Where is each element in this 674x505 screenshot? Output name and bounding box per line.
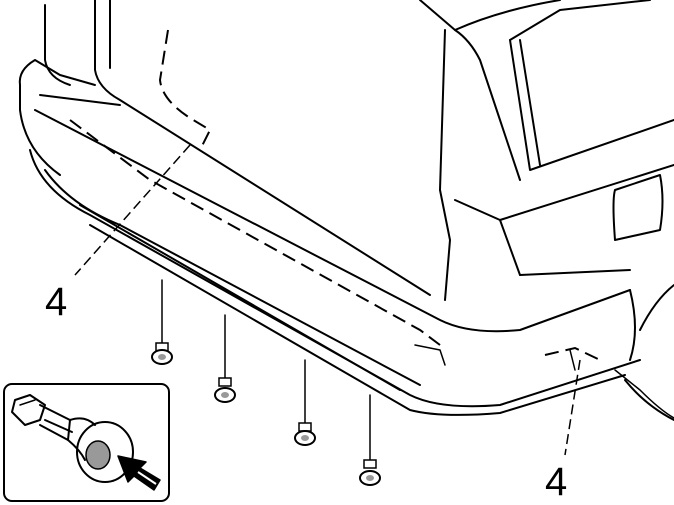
bumper-clip-2 — [214, 314, 236, 403]
callout-leaders — [74, 144, 674, 456]
bumper-clip-4 — [359, 394, 381, 486]
rear-bumper-drawing — [18, 59, 641, 416]
car-body-drawing — [44, 0, 674, 421]
callout-label-right: 4 — [545, 460, 567, 504]
callout-label-left: 4 — [45, 280, 67, 324]
bumper-clip-1 — [151, 279, 173, 365]
insert-arrow-icon — [117, 455, 161, 491]
push-clip-icon — [11, 394, 134, 483]
bumper-clip-3 — [294, 359, 316, 446]
clip-detail-inset — [3, 383, 170, 502]
